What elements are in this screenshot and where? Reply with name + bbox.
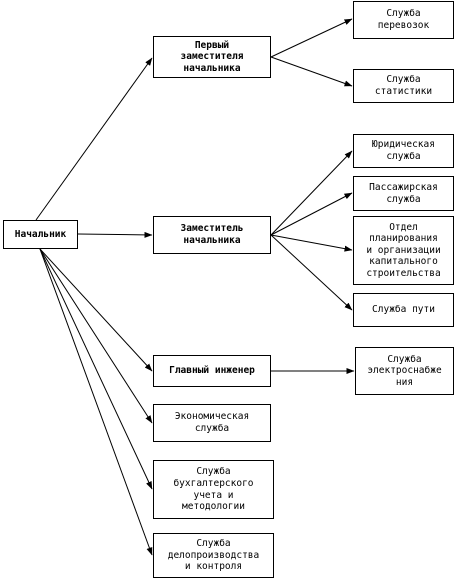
- node-accounting-service: Служба бухгалтерского учета и методологи…: [153, 460, 274, 519]
- connector-deputy-to-passenger: [270, 192, 353, 236]
- node-records-service-label: Служба делопроизводства и контроля: [167, 538, 260, 573]
- node-statistics-service-label: Служба статистики: [374, 74, 433, 97]
- node-economic-service: Экономическая служба: [153, 404, 271, 442]
- node-passenger-service-label: Пассажирская служба: [369, 181, 438, 205]
- connector-chief-to-chief-engineer: [39, 248, 153, 372]
- connector-chief-to-economic: [39, 248, 153, 424]
- connector-chief-to-deputy: [77, 231, 153, 238]
- node-first-deputy-label: Первый заместителя начальника: [180, 39, 244, 74]
- node-deputy: Заместитель начальника: [153, 216, 271, 254]
- connector-chief-to-records: [39, 248, 153, 556]
- node-chief-engineer-label: Главный инженер: [169, 365, 255, 377]
- node-power-supply-service: Служба электроснабже ния: [355, 347, 454, 395]
- node-power-supply-service-label: Служба электроснабже ния: [367, 353, 442, 388]
- node-chief-label: Начальник: [14, 228, 67, 240]
- node-legal-service-label: Юридическая служба: [372, 139, 435, 162]
- connector-chief-to-first-deputy: [35, 57, 153, 221]
- node-accounting-service-label: Служба бухгалтерского учета и методологи…: [173, 466, 254, 513]
- node-track-service: Служба пути: [353, 293, 454, 327]
- node-legal-service: Юридическая служба: [353, 134, 454, 168]
- connector-deputy-to-legal: [270, 150, 353, 236]
- node-deputy-label: Заместитель начальника: [180, 223, 244, 246]
- node-transport-service-label: Служба перевозок: [377, 8, 430, 31]
- node-chief: Начальник: [3, 220, 78, 249]
- node-track-service-label: Служба пути: [372, 304, 435, 316]
- node-records-service: Служба делопроизводства и контроля: [153, 533, 274, 578]
- node-statistics-service: Служба статистики: [353, 69, 454, 103]
- node-planning-department: Отдел планирования и организации капитал…: [353, 216, 454, 285]
- connector-deputy-to-track: [270, 234, 353, 311]
- connector-deputy-to-planning: [270, 234, 353, 252]
- node-first-deputy: Первый заместителя начальника: [153, 36, 271, 78]
- connector-first-deputy-to-statistics: [270, 56, 353, 87]
- node-passenger-service: Пассажирская служба: [353, 176, 454, 211]
- node-planning-department-label: Отдел планирования и организации капитал…: [366, 221, 441, 279]
- node-economic-service-label: Экономическая служба: [174, 411, 250, 434]
- connector-chief-to-accounting: [39, 248, 153, 490]
- node-transport-service: Служба перевозок: [353, 1, 454, 39]
- node-chief-engineer: Главный инженер: [153, 355, 271, 387]
- connector-first-deputy-to-transport: [270, 18, 353, 58]
- connector-group: [35, 18, 355, 556]
